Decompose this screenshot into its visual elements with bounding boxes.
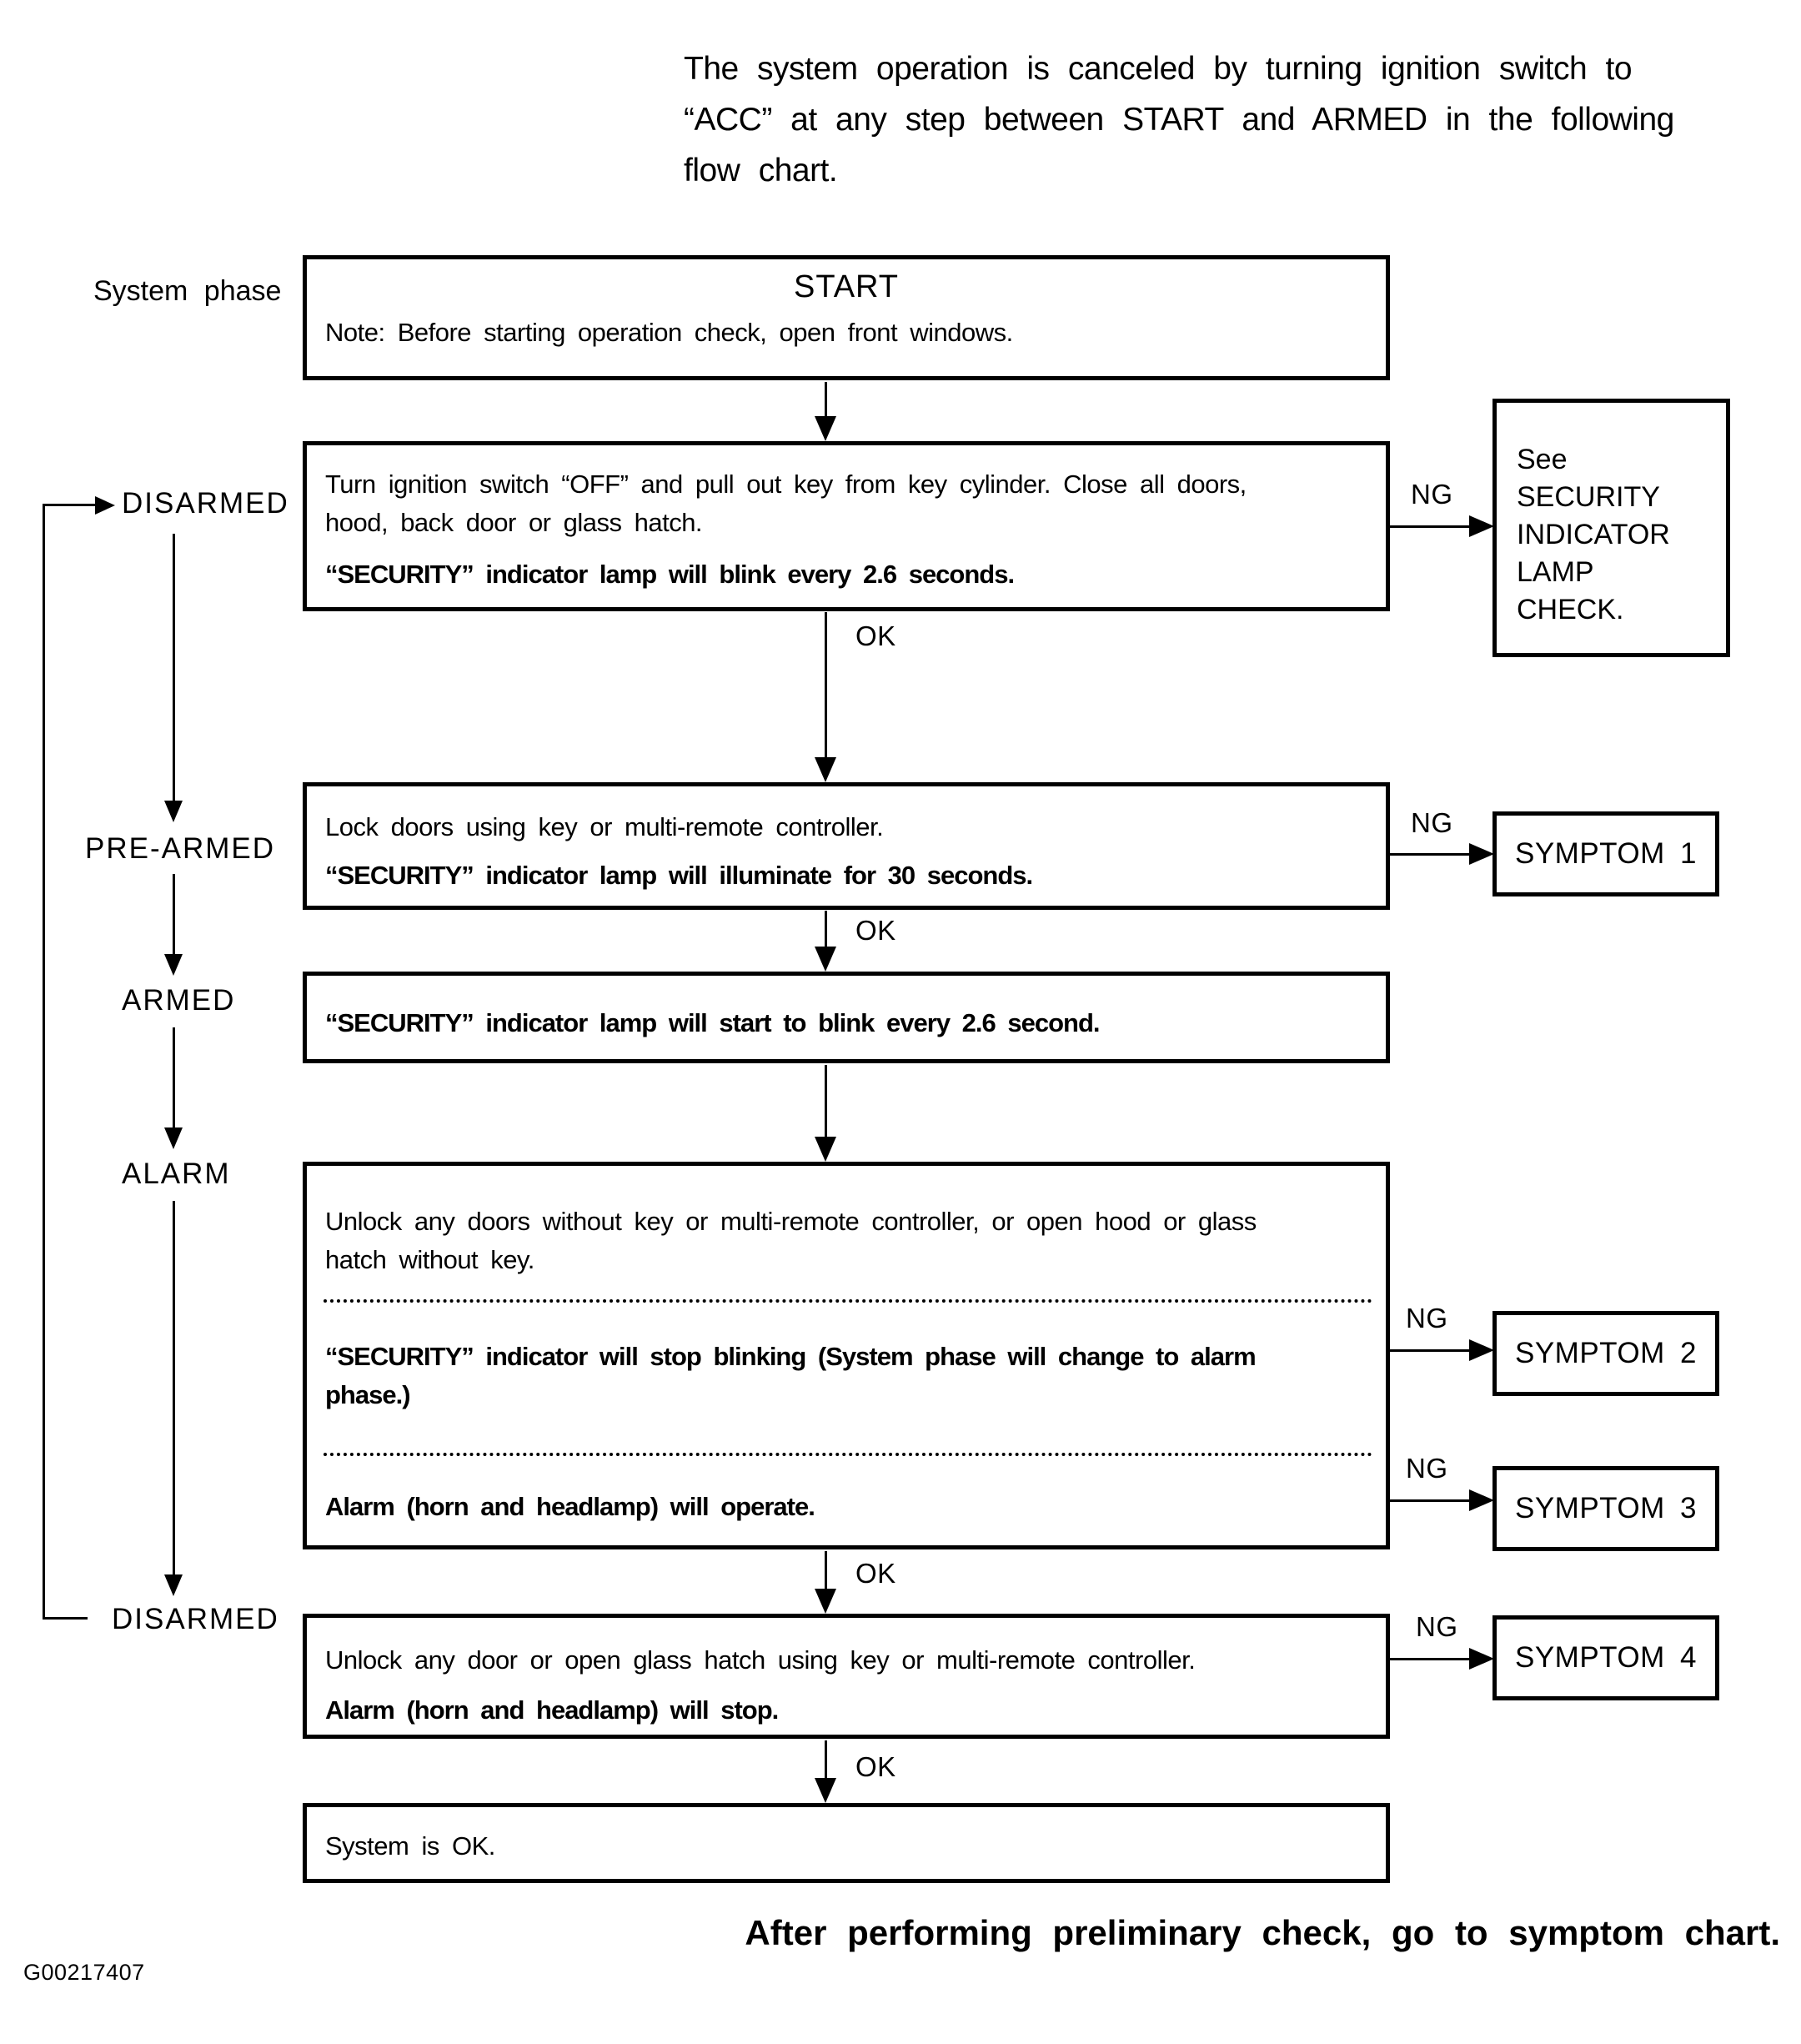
step-result: “SECURITY” indicator lamp will blink eve…: [325, 560, 1015, 589]
ng-arrow: [1390, 525, 1470, 528]
ng-label: NG: [1406, 1453, 1448, 1484]
step-result: “SECURITY” indicator lamp will start to …: [325, 1008, 1101, 1037]
dotted-divider: [324, 1453, 1372, 1456]
flow-arrowhead-icon: [815, 757, 836, 782]
dotted-divider: [324, 1299, 1372, 1303]
footer-note: After performing preliminary check, go t…: [745, 1913, 1780, 1952]
symptom-2-box: SYMPTOM 2: [1492, 1311, 1719, 1396]
phase-label-disarmed-bottom: DISARMED: [112, 1603, 279, 1635]
ok-label: OK: [855, 1558, 896, 1589]
flow-arrow: [825, 612, 827, 760]
flow-box-disarm: Unlock any door or open glass hatch usin…: [303, 1614, 1390, 1739]
loop-line-vertical: [43, 504, 45, 1619]
symptom-3-box: SYMPTOM 3: [1492, 1466, 1719, 1551]
flow-box-lock-doors: Lock doors using key or multi-remote con…: [303, 782, 1390, 910]
phase-arrow-armed-alarm: [173, 1027, 175, 1129]
phase-arrow-disarmed-prearmed: [173, 534, 175, 802]
ng-arrow: [1390, 1499, 1470, 1502]
phase-arrow-alarm-disarmed: [173, 1201, 175, 1576]
system-phase-label: System phase: [93, 275, 282, 307]
flow-arrow: [825, 911, 827, 948]
loop-line-top: [43, 504, 96, 506]
loop-arrowhead-icon: [95, 496, 115, 515]
lamp-check-box: See SECURITY INDICATOR LAMP CHECK.: [1492, 399, 1730, 657]
phase-arrowhead-icon: [164, 1127, 183, 1149]
flow-box-ignition-off: Turn ignition switch “OFF” and pull out …: [303, 441, 1390, 611]
flow-box-start: START Note: Before starting operation ch…: [303, 255, 1390, 380]
symptom-3-label: SYMPTOM 3: [1514, 1492, 1697, 1524]
phase-arrowhead-icon: [164, 801, 183, 822]
ng-label: NG: [1411, 807, 1453, 838]
system-ok-text: System is OK.: [325, 1831, 495, 1861]
step-text: Turn ignition switch “OFF” and pull out …: [325, 470, 1247, 537]
step-result-alarm: Alarm (horn and headlamp) will operate.: [325, 1492, 815, 1521]
phase-label-alarm: ALARM: [122, 1158, 231, 1190]
symptom-1-label: SYMPTOM 1: [1514, 837, 1697, 870]
ng-arrow: [1390, 853, 1470, 856]
start-title: START: [793, 269, 900, 304]
phase-arrowhead-icon: [164, 954, 183, 976]
phase-arrowhead-icon: [164, 1574, 183, 1596]
ok-label: OK: [855, 915, 896, 946]
flow-arrowhead-icon: [815, 416, 836, 441]
phase-label-disarmed-top: DISARMED: [122, 487, 289, 520]
phase-label-pre-armed: PRE-ARMED: [85, 832, 276, 865]
flow-arrowhead-icon: [815, 1778, 836, 1803]
ng-arrowhead-icon: [1469, 515, 1494, 537]
step-result: “SECURITY” indicator lamp will illuminat…: [325, 861, 1033, 890]
flow-arrowhead-icon: [815, 1589, 836, 1614]
lamp-check-text: See SECURITY INDICATOR LAMP CHECK.: [1517, 444, 1670, 625]
flow-arrow: [825, 1740, 827, 1780]
ng-arrow: [1390, 1658, 1470, 1660]
step-result: Alarm (horn and headlamp) will stop.: [325, 1695, 779, 1725]
symptom-2-label: SYMPTOM 2: [1514, 1337, 1697, 1369]
phase-arrow-prearmed-armed: [173, 874, 175, 956]
flow-arrowhead-icon: [815, 1137, 836, 1162]
flow-arrow: [825, 1551, 827, 1590]
ng-label: NG: [1416, 1611, 1458, 1642]
ng-label: NG: [1406, 1303, 1448, 1333]
ng-arrow: [1390, 1349, 1470, 1352]
flow-box-alarm: Unlock any doors without key or multi-re…: [303, 1162, 1390, 1549]
ng-arrowhead-icon: [1469, 1648, 1494, 1670]
header-paragraph: The system operation is canceled by turn…: [684, 51, 1674, 188]
symptom-4-box: SYMPTOM 4: [1492, 1615, 1719, 1700]
step-text: Unlock any door or open glass hatch usin…: [325, 1645, 1196, 1675]
phase-label-armed: ARMED: [122, 984, 236, 1017]
symptom-1-box: SYMPTOM 1: [1492, 811, 1719, 896]
symptom-4-label: SYMPTOM 4: [1514, 1641, 1697, 1674]
step-result-security: “SECURITY” indicator will stop blinking …: [325, 1342, 1257, 1409]
ok-label: OK: [855, 1751, 896, 1782]
flow-arrow: [825, 382, 827, 418]
figure-id: G00217407: [23, 1960, 145, 1985]
flow-box-armed: “SECURITY” indicator lamp will start to …: [303, 972, 1390, 1063]
step-text: Unlock any doors without key or multi-re…: [325, 1207, 1257, 1274]
step-text: Lock doors using key or multi-remote con…: [325, 812, 884, 841]
start-note: Note: Before starting operation check, o…: [325, 318, 1013, 347]
flow-arrow: [825, 1065, 827, 1140]
ng-arrowhead-icon: [1469, 1339, 1494, 1361]
loop-line-bottom: [43, 1617, 88, 1620]
flow-box-system-ok: System is OK.: [303, 1803, 1390, 1883]
flow-arrowhead-icon: [815, 947, 836, 972]
ok-label: OK: [855, 620, 896, 651]
ng-arrowhead-icon: [1469, 843, 1494, 865]
ng-label: NG: [1411, 479, 1453, 510]
ng-arrowhead-icon: [1469, 1489, 1494, 1511]
